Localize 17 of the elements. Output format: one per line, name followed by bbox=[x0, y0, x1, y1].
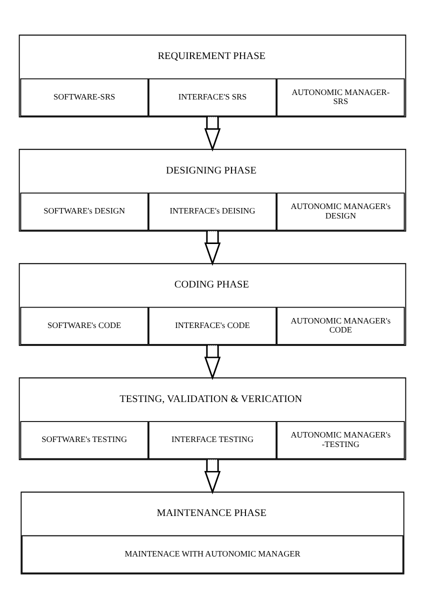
node-box: INTERFACE'S SRS bbox=[148, 78, 277, 116]
node-box: SOFTWARE's CODE bbox=[20, 306, 148, 345]
arrow bbox=[204, 460, 221, 494]
node-box: SOFTWARE's DESIGN bbox=[20, 192, 148, 231]
node-box: SOFTWARE-SRS bbox=[20, 78, 148, 116]
node-box: INTERFACE TESTING bbox=[148, 421, 277, 460]
arrow bbox=[204, 231, 221, 266]
arrow bbox=[204, 116, 221, 152]
node-box: INTERFACE's DEISING bbox=[148, 192, 277, 231]
node-box: MAINTENACE WITH AUTONOMIC MANAGER bbox=[22, 535, 404, 574]
node-box: SOFTWARE's TESTING bbox=[20, 421, 148, 460]
arrow bbox=[204, 345, 221, 380]
node-box: INTERFACE's CODE bbox=[148, 306, 277, 345]
node-box: AUTONOMIC MANAGER's -TESTING bbox=[276, 421, 405, 460]
node-box: AUTONOMIC MANAGER's CODE bbox=[276, 306, 405, 345]
node-box: AUTONOMIC MANAGER's DESIGN bbox=[276, 192, 405, 231]
node-box: AUTONOMIC MANAGER- SRS bbox=[276, 78, 405, 116]
